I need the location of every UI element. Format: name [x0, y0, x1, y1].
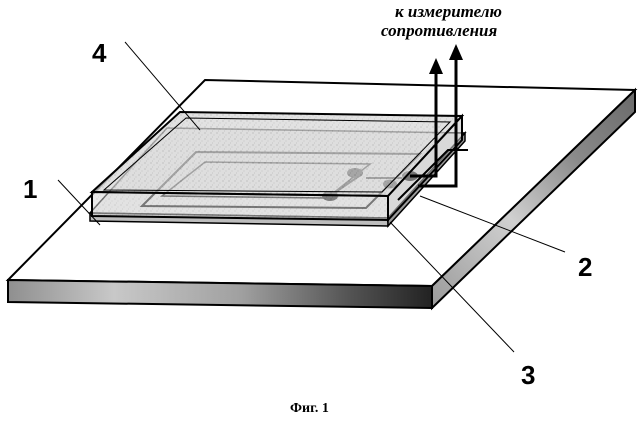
leader-line-4 — [125, 42, 200, 130]
arrow-head-icon — [429, 58, 443, 74]
arrow-label-line2: сопротивления — [381, 21, 498, 40]
callout-2: 2 — [578, 252, 592, 282]
arrow-label-line1: к измерителю — [395, 2, 502, 21]
cover-front-face — [92, 192, 388, 220]
callout-4: 4 — [92, 38, 107, 68]
plate-front-face — [8, 280, 432, 308]
arrow-head-icon — [449, 44, 463, 60]
figure-caption: Фиг. 1 — [290, 401, 329, 416]
callout-1: 1 — [23, 174, 37, 204]
callout-3: 3 — [521, 360, 535, 390]
